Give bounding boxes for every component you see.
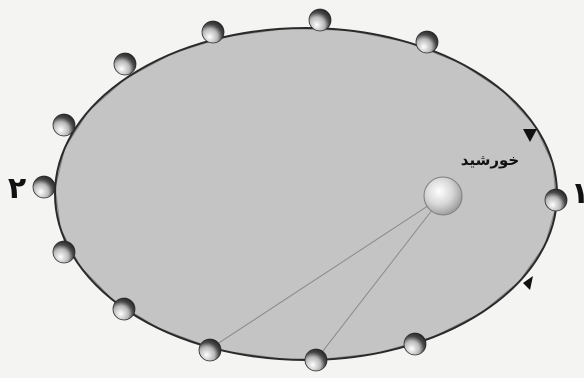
planet-icon-9: [113, 298, 135, 320]
planet-icon-10: [199, 339, 221, 361]
planet-icon-7: [33, 176, 55, 198]
planet-icon-4: [202, 21, 224, 43]
planet-icon-8: [53, 241, 75, 263]
sun-label: خورشید: [461, 151, 519, 169]
planet-icon-11: [305, 349, 327, 371]
planet-icon-5: [114, 53, 136, 75]
direction-arrow-lower: [523, 276, 533, 290]
planet-icon-3: [309, 9, 331, 31]
planet-icon-2: [416, 31, 438, 53]
position-marker-1: ۱: [571, 176, 584, 211]
planet-icon-1: [545, 189, 567, 211]
planet-icon-12: [404, 333, 426, 355]
planet-icon-6: [53, 114, 75, 136]
position-marker-2: ۲: [8, 171, 26, 206]
sun-icon: [424, 177, 462, 215]
